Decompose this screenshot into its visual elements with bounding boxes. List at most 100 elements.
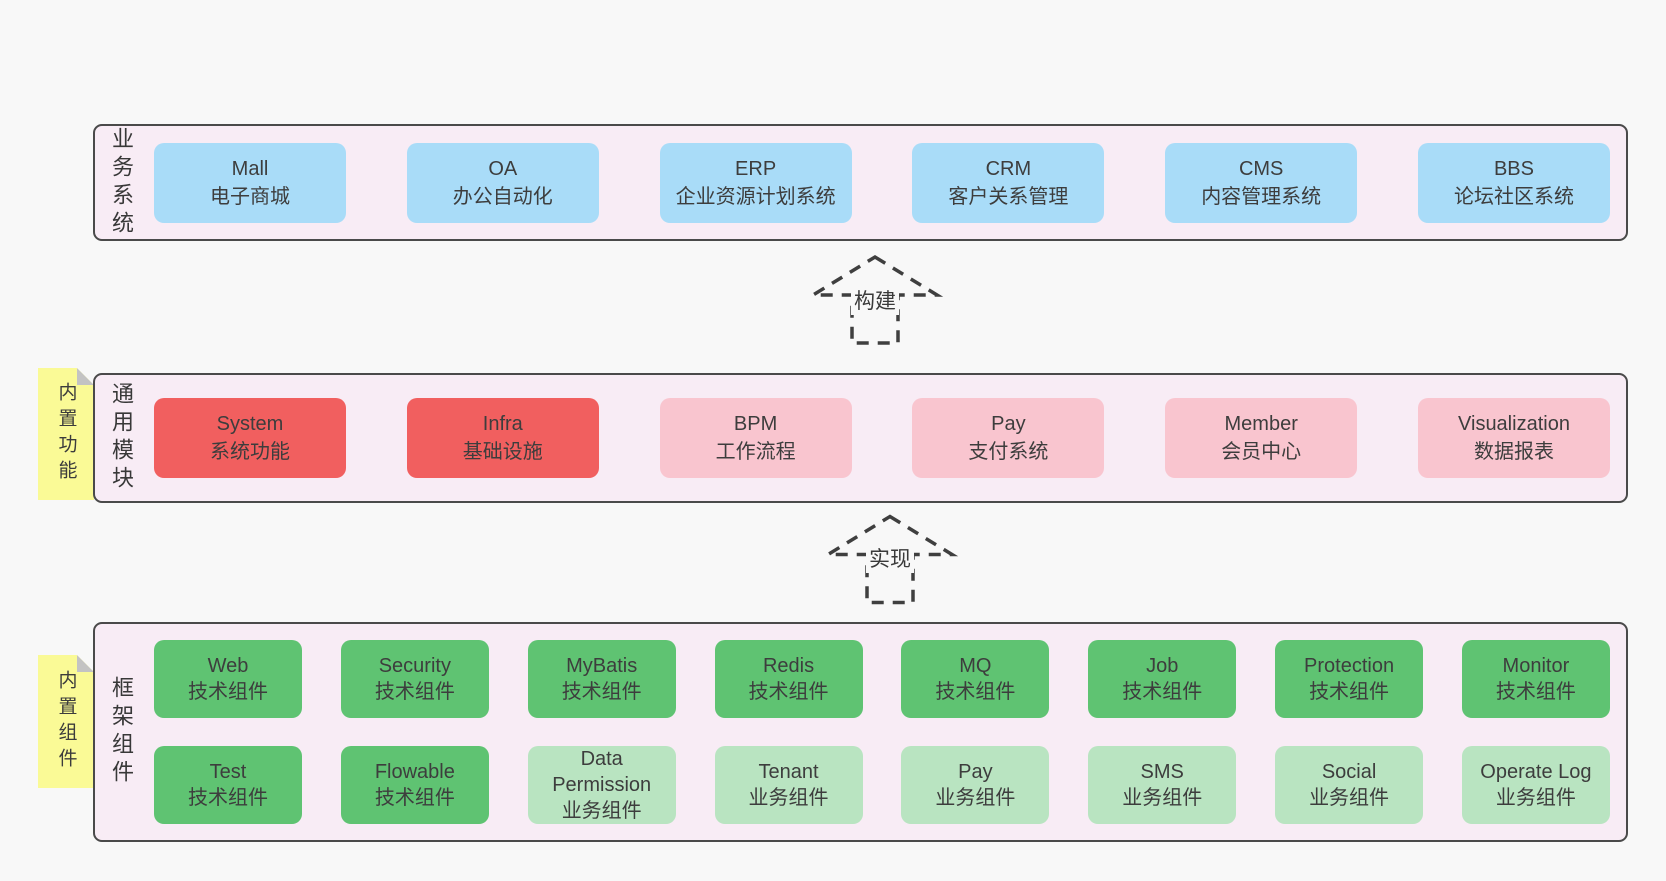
box-pay-business: Pay 业务组件 [901, 746, 1050, 824]
box-mybatis: MyBatis 技术组件 [527, 640, 676, 718]
box-mall-subtitle: 电子商城 [210, 185, 290, 208]
box-mq: MQ 技术组件 [901, 640, 1050, 718]
box-sms-subtitle: 业务组件 [1122, 787, 1203, 809]
box-data-permission-title: Data Permission [552, 748, 652, 796]
box-redis-title: Redis [762, 655, 815, 677]
layer-business-systems: 业务系统 Mall 电子商城 OA 办公自动化 ERP 企业资源计划系统 CRM… [93, 124, 1628, 241]
box-crm: CRM 客户关系管理 [912, 142, 1105, 223]
box-mall-title: Mall [231, 157, 269, 180]
box-tenant: Tenant 业务组件 [714, 746, 863, 824]
box-mybatis-title: MyBatis [566, 655, 638, 677]
box-visualization-subtitle: 数据报表 [1473, 441, 1554, 463]
box-web: Web 技术组件 [154, 640, 302, 718]
box-tenant-subtitle: 业务组件 [748, 787, 829, 809]
layer-framework-components-label: 框架组件 [109, 676, 134, 788]
common-modules-box-row: System 系统功能 Infra 基础设施 BPM 工作流程 Pay 支付系统… [154, 375, 1610, 501]
box-social-title: Social [1321, 761, 1377, 783]
box-infra: Infra 基础设施 [406, 398, 599, 478]
box-bbs-subtitle: 论坛社区系统 [1453, 185, 1574, 208]
box-operate-log: Operate Log 业务组件 [1461, 746, 1610, 824]
box-redis: Redis 技术组件 [714, 640, 863, 718]
box-cms-subtitle: 内容管理系统 [1201, 185, 1322, 208]
layer-common-modules-label: 通用模块 [109, 382, 134, 494]
box-oa-title: OA [488, 157, 518, 180]
box-infra-subtitle: 基础设施 [462, 441, 543, 463]
box-job: Job 技术组件 [1088, 640, 1237, 718]
box-flowable-subtitle: 技术组件 [374, 787, 455, 809]
box-erp-subtitle: 企业资源计划系统 [675, 185, 836, 208]
box-sms-title: SMS [1140, 761, 1184, 783]
sticky-note-built-in-components-label: 内置组件 [55, 669, 77, 774]
box-mq-subtitle: 技术组件 [935, 681, 1016, 703]
box-protection: Protection 技术组件 [1275, 640, 1424, 718]
box-protection-subtitle: 技术组件 [1309, 681, 1390, 703]
box-pay-title: Pay [991, 413, 1026, 435]
box-protection-title: Protection [1304, 655, 1395, 677]
box-bpm: BPM 工作流程 [659, 398, 852, 478]
box-security-subtitle: 技术组件 [374, 681, 455, 703]
box-bbs: BBS 论坛社区系统 [1417, 142, 1610, 223]
box-crm-title: CRM [985, 157, 1032, 180]
box-data-permission-subtitle: 业务组件 [561, 800, 642, 822]
box-operate-log-title: Operate Log [1480, 761, 1592, 783]
sticky-note-built-in-features: 内置功能 [38, 368, 94, 500]
box-mq-title: MQ [959, 655, 992, 677]
layer-business-systems-label: 业务系统 [109, 126, 134, 239]
box-job-title: Job [1146, 655, 1179, 677]
box-member-subtitle: 会员中心 [1221, 441, 1302, 463]
box-mall: Mall 电子商城 [154, 142, 346, 223]
box-operate-log-subtitle: 业务组件 [1495, 787, 1576, 809]
box-member: Member 会员中心 [1165, 398, 1358, 478]
box-security-title: Security [378, 655, 451, 677]
box-erp: ERP 企业资源计划系统 [659, 142, 852, 223]
box-sms: SMS 业务组件 [1088, 746, 1237, 824]
layer-framework-components: 框架组件 Web 技术组件 Security 技术组件 MyBatis 技术组件… [93, 622, 1628, 842]
box-pay: Pay 支付系统 [912, 398, 1105, 478]
box-pay-subtitle: 支付系统 [968, 441, 1049, 463]
box-system: System 系统功能 [154, 398, 346, 478]
box-bpm-subtitle: 工作流程 [715, 441, 796, 463]
box-cms-title: CMS [1238, 157, 1284, 180]
box-web-subtitle: 技术组件 [188, 681, 268, 703]
sticky-note-built-in-features-label: 内置功能 [55, 382, 77, 486]
sticky-note-built-in-components: 内置组件 [38, 655, 94, 788]
box-redis-subtitle: 技术组件 [748, 681, 829, 703]
build-arrow-label: 构建 [851, 285, 899, 315]
box-visualization-title: Visualization [1458, 413, 1570, 435]
layer-common-modules: 通用模块 System 系统功能 Infra 基础设施 BPM 工作流程 Pay… [93, 373, 1628, 503]
box-system-subtitle: 系统功能 [210, 441, 290, 463]
framework-components-row-1: Web 技术组件 Security 技术组件 MyBatis 技术组件 Redi… [154, 640, 1610, 718]
box-visualization: Visualization 数据报表 [1417, 398, 1610, 478]
box-system-title: System [216, 413, 284, 435]
box-web-title: Web [207, 655, 249, 677]
box-job-subtitle: 技术组件 [1122, 681, 1203, 703]
box-member-title: Member [1224, 413, 1298, 435]
box-data-permission: Data Permission 业务组件 [527, 746, 676, 824]
box-monitor: Monitor 技术组件 [1461, 640, 1610, 718]
box-social-subtitle: 业务组件 [1309, 787, 1390, 809]
box-security: Security 技术组件 [340, 640, 489, 718]
box-crm-subtitle: 客户关系管理 [948, 185, 1069, 208]
business-systems-box-row: Mall 电子商城 OA 办公自动化 ERP 企业资源计划系统 CRM 客户关系… [154, 126, 1610, 239]
implement-arrow-label: 实现 [866, 543, 914, 573]
box-flowable: Flowable 技术组件 [340, 746, 489, 824]
box-pay-business-subtitle: 业务组件 [935, 787, 1016, 809]
box-tenant-title: Tenant [758, 761, 819, 783]
box-oa-subtitle: 办公自动化 [452, 185, 553, 208]
implement-arrow: 实现 [820, 512, 960, 607]
box-bpm-title: BPM [733, 413, 778, 435]
box-social: Social 业务组件 [1275, 746, 1424, 824]
box-pay-business-title: Pay [958, 761, 993, 783]
framework-components-row-2: Test 技术组件 Flowable 技术组件 Data Permission … [154, 746, 1610, 824]
box-mybatis-subtitle: 技术组件 [561, 681, 642, 703]
box-cms: CMS 内容管理系统 [1165, 142, 1358, 223]
box-test-title: Test [209, 761, 247, 783]
box-flowable-title: Flowable [374, 761, 455, 783]
box-bbs-title: BBS [1493, 157, 1534, 180]
box-monitor-subtitle: 技术组件 [1495, 681, 1576, 703]
build-arrow: 构建 [805, 254, 945, 346]
box-erp-title: ERP [735, 157, 777, 180]
box-test: Test 技术组件 [154, 746, 302, 824]
box-oa: OA 办公自动化 [406, 142, 599, 223]
